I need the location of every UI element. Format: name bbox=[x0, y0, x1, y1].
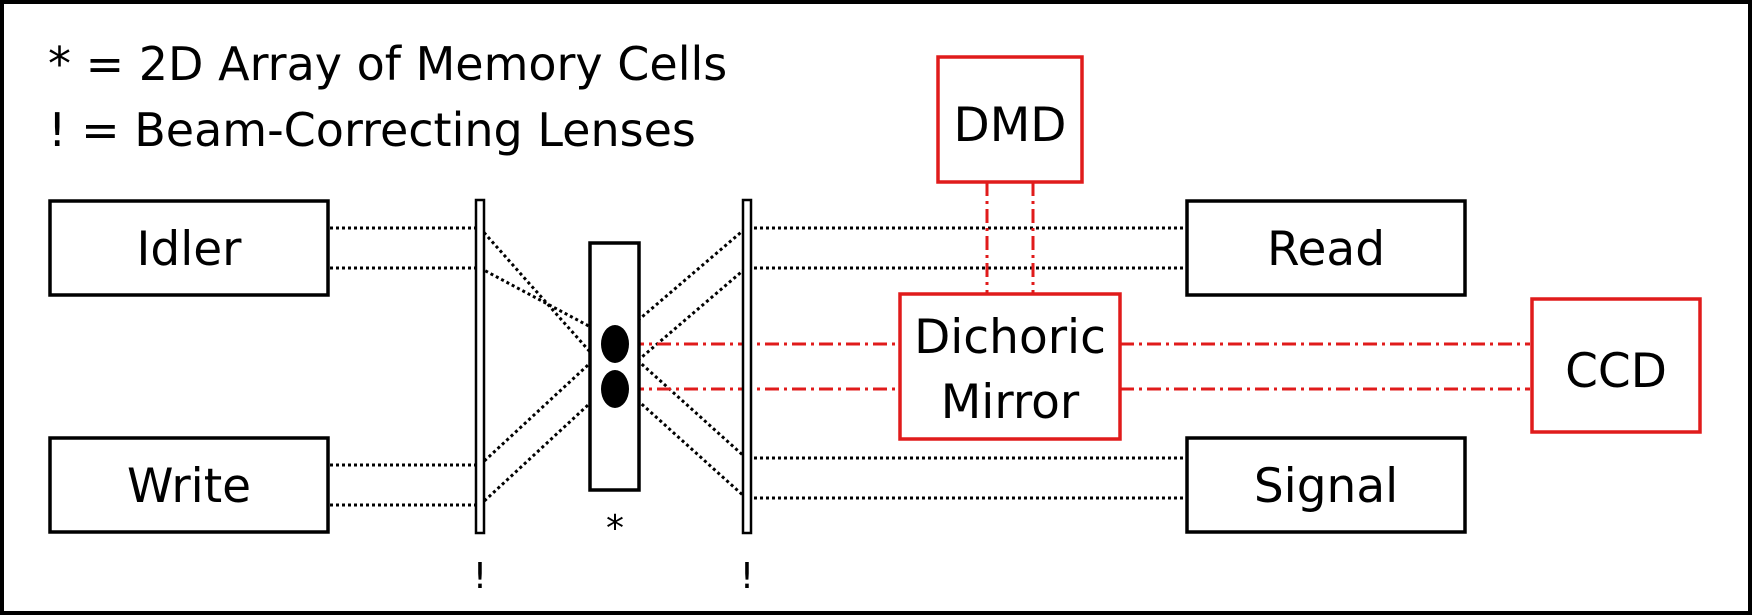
lens-left-mark: ! bbox=[473, 556, 487, 597]
legend-lens-definition: ! = Beam-Correcting Lenses bbox=[48, 103, 696, 157]
idler-box: Idler bbox=[48, 199, 330, 297]
beam-diverge-2 bbox=[614, 266, 747, 382]
ccd-box: CCD bbox=[1530, 297, 1702, 434]
read-label: Read bbox=[1267, 222, 1385, 277]
beam-diverge-3 bbox=[613, 338, 748, 460]
beam-correcting-lens-right bbox=[741, 198, 753, 535]
dmd-label: DMD bbox=[954, 98, 1067, 153]
read-box: Read bbox=[1185, 199, 1467, 297]
dichroic-label-line2: Mirror bbox=[941, 375, 1080, 430]
memory-cell-upper bbox=[601, 325, 629, 363]
beam-diverge-4 bbox=[613, 378, 748, 500]
dichroic-mirror-box: Dichoric Mirror bbox=[898, 292, 1122, 441]
beam-diverge-1 bbox=[614, 226, 747, 342]
memory-array-mark: * bbox=[606, 508, 624, 549]
beam-correcting-lens-left bbox=[474, 198, 486, 535]
write-box: Write bbox=[48, 436, 330, 534]
ccd-label: CCD bbox=[1565, 344, 1667, 399]
legend-array-definition: * = 2D Array of Memory Cells bbox=[48, 37, 727, 91]
lens-right-mark: ! bbox=[740, 556, 754, 597]
write-label: Write bbox=[127, 459, 251, 514]
signal-box: Signal bbox=[1185, 436, 1467, 534]
beam-converge-3 bbox=[478, 338, 617, 467]
memory-cell-lower bbox=[601, 370, 629, 408]
signal-label: Signal bbox=[1254, 459, 1398, 514]
idler-label: Idler bbox=[137, 222, 243, 277]
memory-cell-array bbox=[588, 241, 641, 492]
beam-converge-4 bbox=[478, 378, 617, 507]
dmd-box: DMD bbox=[936, 55, 1084, 184]
dichroic-label-line1: Dichoric bbox=[914, 310, 1106, 365]
